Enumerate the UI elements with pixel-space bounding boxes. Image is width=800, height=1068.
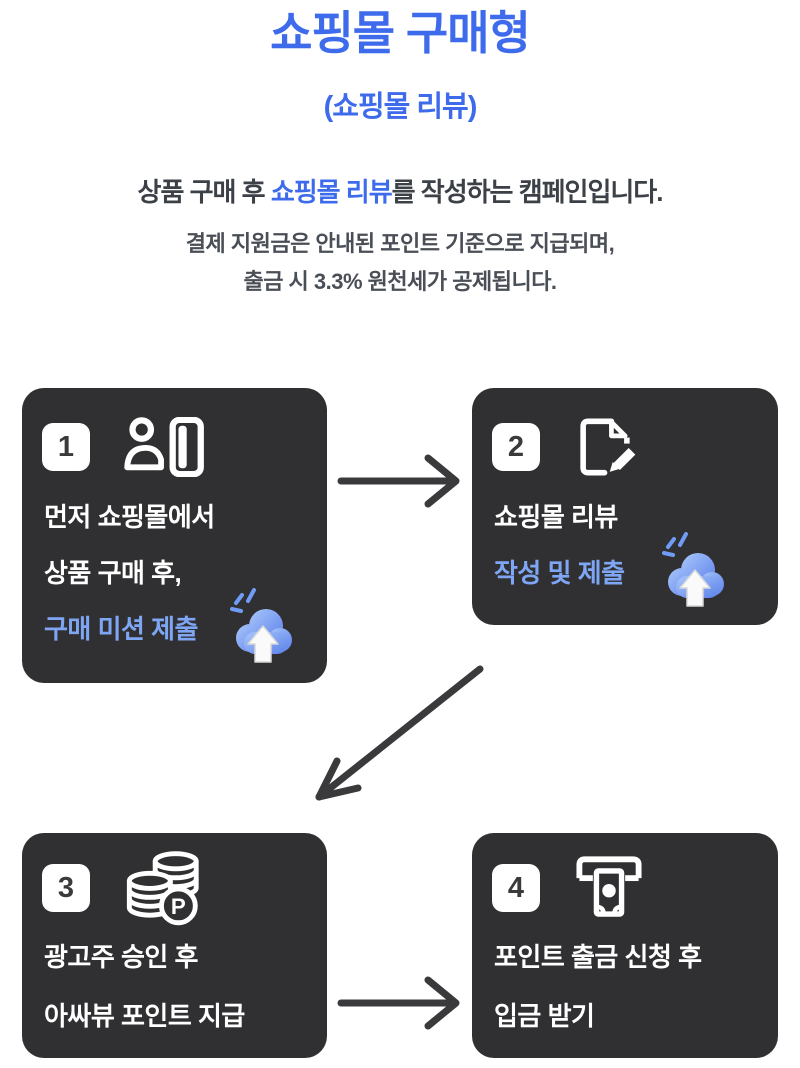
- step-text-highlighted-row: 구매 미션 제출: [44, 588, 307, 663]
- arrow-step1-to-step2: [337, 454, 460, 508]
- step-number: 2: [507, 430, 525, 463]
- cloud-upload-icon: [230, 588, 296, 672]
- step-2-number-badge: 2: [492, 423, 540, 471]
- step-text: 포인트 출금 신청 후: [494, 942, 702, 972]
- step-number: 1: [57, 430, 75, 463]
- step-4-header: 4: [492, 848, 758, 928]
- step-text: 상품 구매 후,: [44, 558, 182, 588]
- shopper-card-icon: [122, 417, 204, 477]
- step-card-4: 4 포인트 출금 신청 후 입금 받기: [472, 833, 778, 1058]
- step-text: 광고주 승인 후: [44, 942, 198, 972]
- cloud-upload-icon: [662, 532, 728, 616]
- step-text-highlighted: 작성 및 제출: [494, 558, 625, 588]
- arrow-step2-to-step3: [315, 665, 484, 801]
- review-edit-icon: [572, 416, 644, 478]
- step-card-1: 1 먼저 쇼핑몰에서 상품 구매 후, 구매 미션 제출: [22, 388, 327, 683]
- description-text: 상품 구매 후: [137, 177, 271, 207]
- cash-withdrawal-icon: [572, 853, 646, 923]
- step-3-number-badge: 3: [42, 864, 90, 912]
- emphasis-lines: [230, 588, 256, 613]
- svg-text:P: P: [171, 894, 186, 919]
- step-text: 쇼핑몰 리뷰: [494, 502, 618, 532]
- highlight-text: 쇼핑몰 리뷰: [270, 177, 393, 207]
- step-text-highlighted-row: 작성 및 제출: [494, 532, 758, 607]
- step-card-3: 3 P 광고: [22, 833, 327, 1058]
- step-2-header: 2: [492, 418, 758, 476]
- emphasis-lines: [662, 532, 688, 557]
- step-4-number-badge: 4: [492, 864, 540, 912]
- page-title: 쇼핑몰 구매형: [270, 7, 531, 59]
- step-1-number-badge: 1: [42, 423, 90, 471]
- step-text: 아싸뷰 포인트 지급: [44, 1001, 245, 1031]
- description-line-1: 상품 구매 후 쇼핑몰 리뷰를 작성하는 캠페인입니다.: [0, 174, 800, 210]
- step-3-header: 3 P: [42, 848, 307, 928]
- point-coins-icon: P: [122, 847, 208, 929]
- page-subtitle: (쇼핑몰 리뷰): [323, 91, 478, 123]
- description-text: 를 작성하는 캠페인입니다.: [391, 177, 664, 207]
- step-text: 먼저 쇼핑몰에서: [44, 502, 215, 532]
- description-line-3: 출금 시 3.3% 원천세가 공제됩니다.: [243, 269, 557, 294]
- step-1-header: 1: [42, 417, 307, 477]
- step-text: 입금 받기: [494, 1001, 595, 1031]
- step-card-2: 2 쇼핑몰 리뷰 작성 및 제출: [472, 388, 778, 625]
- step-text-highlighted: 구매 미션 제출: [44, 614, 198, 644]
- step-number: 4: [507, 871, 525, 904]
- arrow-step3-to-step4: [337, 976, 460, 1030]
- description-line-2: 결제 지원금은 안내된 포인트 기준으로 지급되며,: [185, 231, 615, 256]
- step-number: 3: [57, 871, 75, 904]
